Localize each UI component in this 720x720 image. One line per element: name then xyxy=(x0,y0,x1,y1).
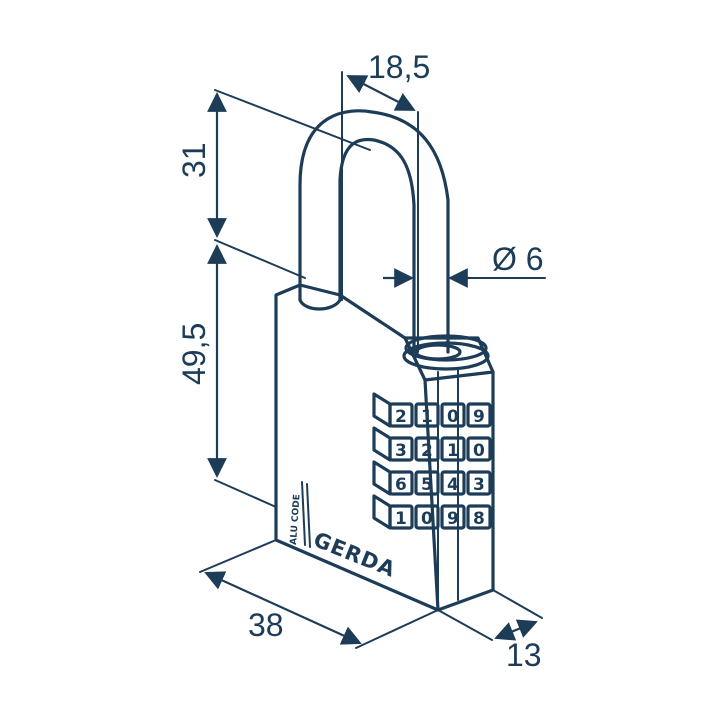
dimension-body-width xyxy=(199,539,439,649)
dimension-body-depth xyxy=(437,589,543,641)
dial-wheel[interactable] xyxy=(466,504,492,530)
dial-digit: 9 xyxy=(447,509,459,529)
dial-digit: 0 xyxy=(421,509,433,529)
dimension-label-body-depth: 13 xyxy=(506,637,542,673)
dial-wheel[interactable] xyxy=(466,402,492,428)
dimension-label-shackle-width: 18,5 xyxy=(368,49,430,85)
dial-digit: 1 xyxy=(421,407,433,427)
dial-digit: 2 xyxy=(421,441,433,461)
shackle xyxy=(298,109,450,354)
dial-digit: 1 xyxy=(395,509,407,529)
dial-digit: 0 xyxy=(447,407,459,427)
dial-plate xyxy=(372,426,392,462)
dimension-label-shackle-diameter: Ø 6 xyxy=(492,241,544,277)
dial-wheel[interactable] xyxy=(440,470,466,496)
dial-digit: 3 xyxy=(395,441,407,461)
dial-digit: 3 xyxy=(473,475,485,495)
dimension-shackle-height xyxy=(207,89,371,279)
sub-label: ALU CODE xyxy=(289,494,303,545)
dial-wheel[interactable] xyxy=(440,402,466,428)
dial-plate xyxy=(372,460,392,496)
dial-wheel[interactable] xyxy=(414,470,440,496)
dial-digit: 6 xyxy=(395,475,407,495)
dimension-label-body-height: 49,5 xyxy=(176,323,212,385)
dial-wheel[interactable] xyxy=(466,470,492,496)
dimension-body-height xyxy=(207,244,277,508)
dial-wheel[interactable] xyxy=(414,504,440,530)
dial-wheel[interactable] xyxy=(388,504,414,530)
dimension-shackle-width xyxy=(341,71,419,353)
dial-wheel[interactable] xyxy=(414,436,440,462)
dial-plate xyxy=(372,494,392,530)
dial-digit: 2 xyxy=(395,407,407,427)
dial-wheel[interactable] xyxy=(440,504,466,530)
lock-body xyxy=(274,283,495,612)
dial-wheel[interactable] xyxy=(388,470,414,496)
dial-wheel[interactable] xyxy=(414,402,440,428)
dial-digit: 9 xyxy=(473,407,485,427)
dial-digit: 4 xyxy=(447,475,459,495)
dial-digit: 8 xyxy=(473,509,485,529)
dimension-label-shackle-height: 31 xyxy=(176,142,212,178)
dial-plate xyxy=(372,392,392,428)
dial-digit: 5 xyxy=(421,475,433,495)
dial-wheel[interactable] xyxy=(388,436,414,462)
dial-wheel[interactable] xyxy=(388,402,414,428)
dimension-label-body-width: 38 xyxy=(248,607,284,643)
dial-wheel[interactable] xyxy=(440,436,466,462)
dial-digit: 1 xyxy=(447,441,459,461)
dial-digit: 0 xyxy=(473,441,485,461)
dial-wheel[interactable] xyxy=(466,436,492,462)
